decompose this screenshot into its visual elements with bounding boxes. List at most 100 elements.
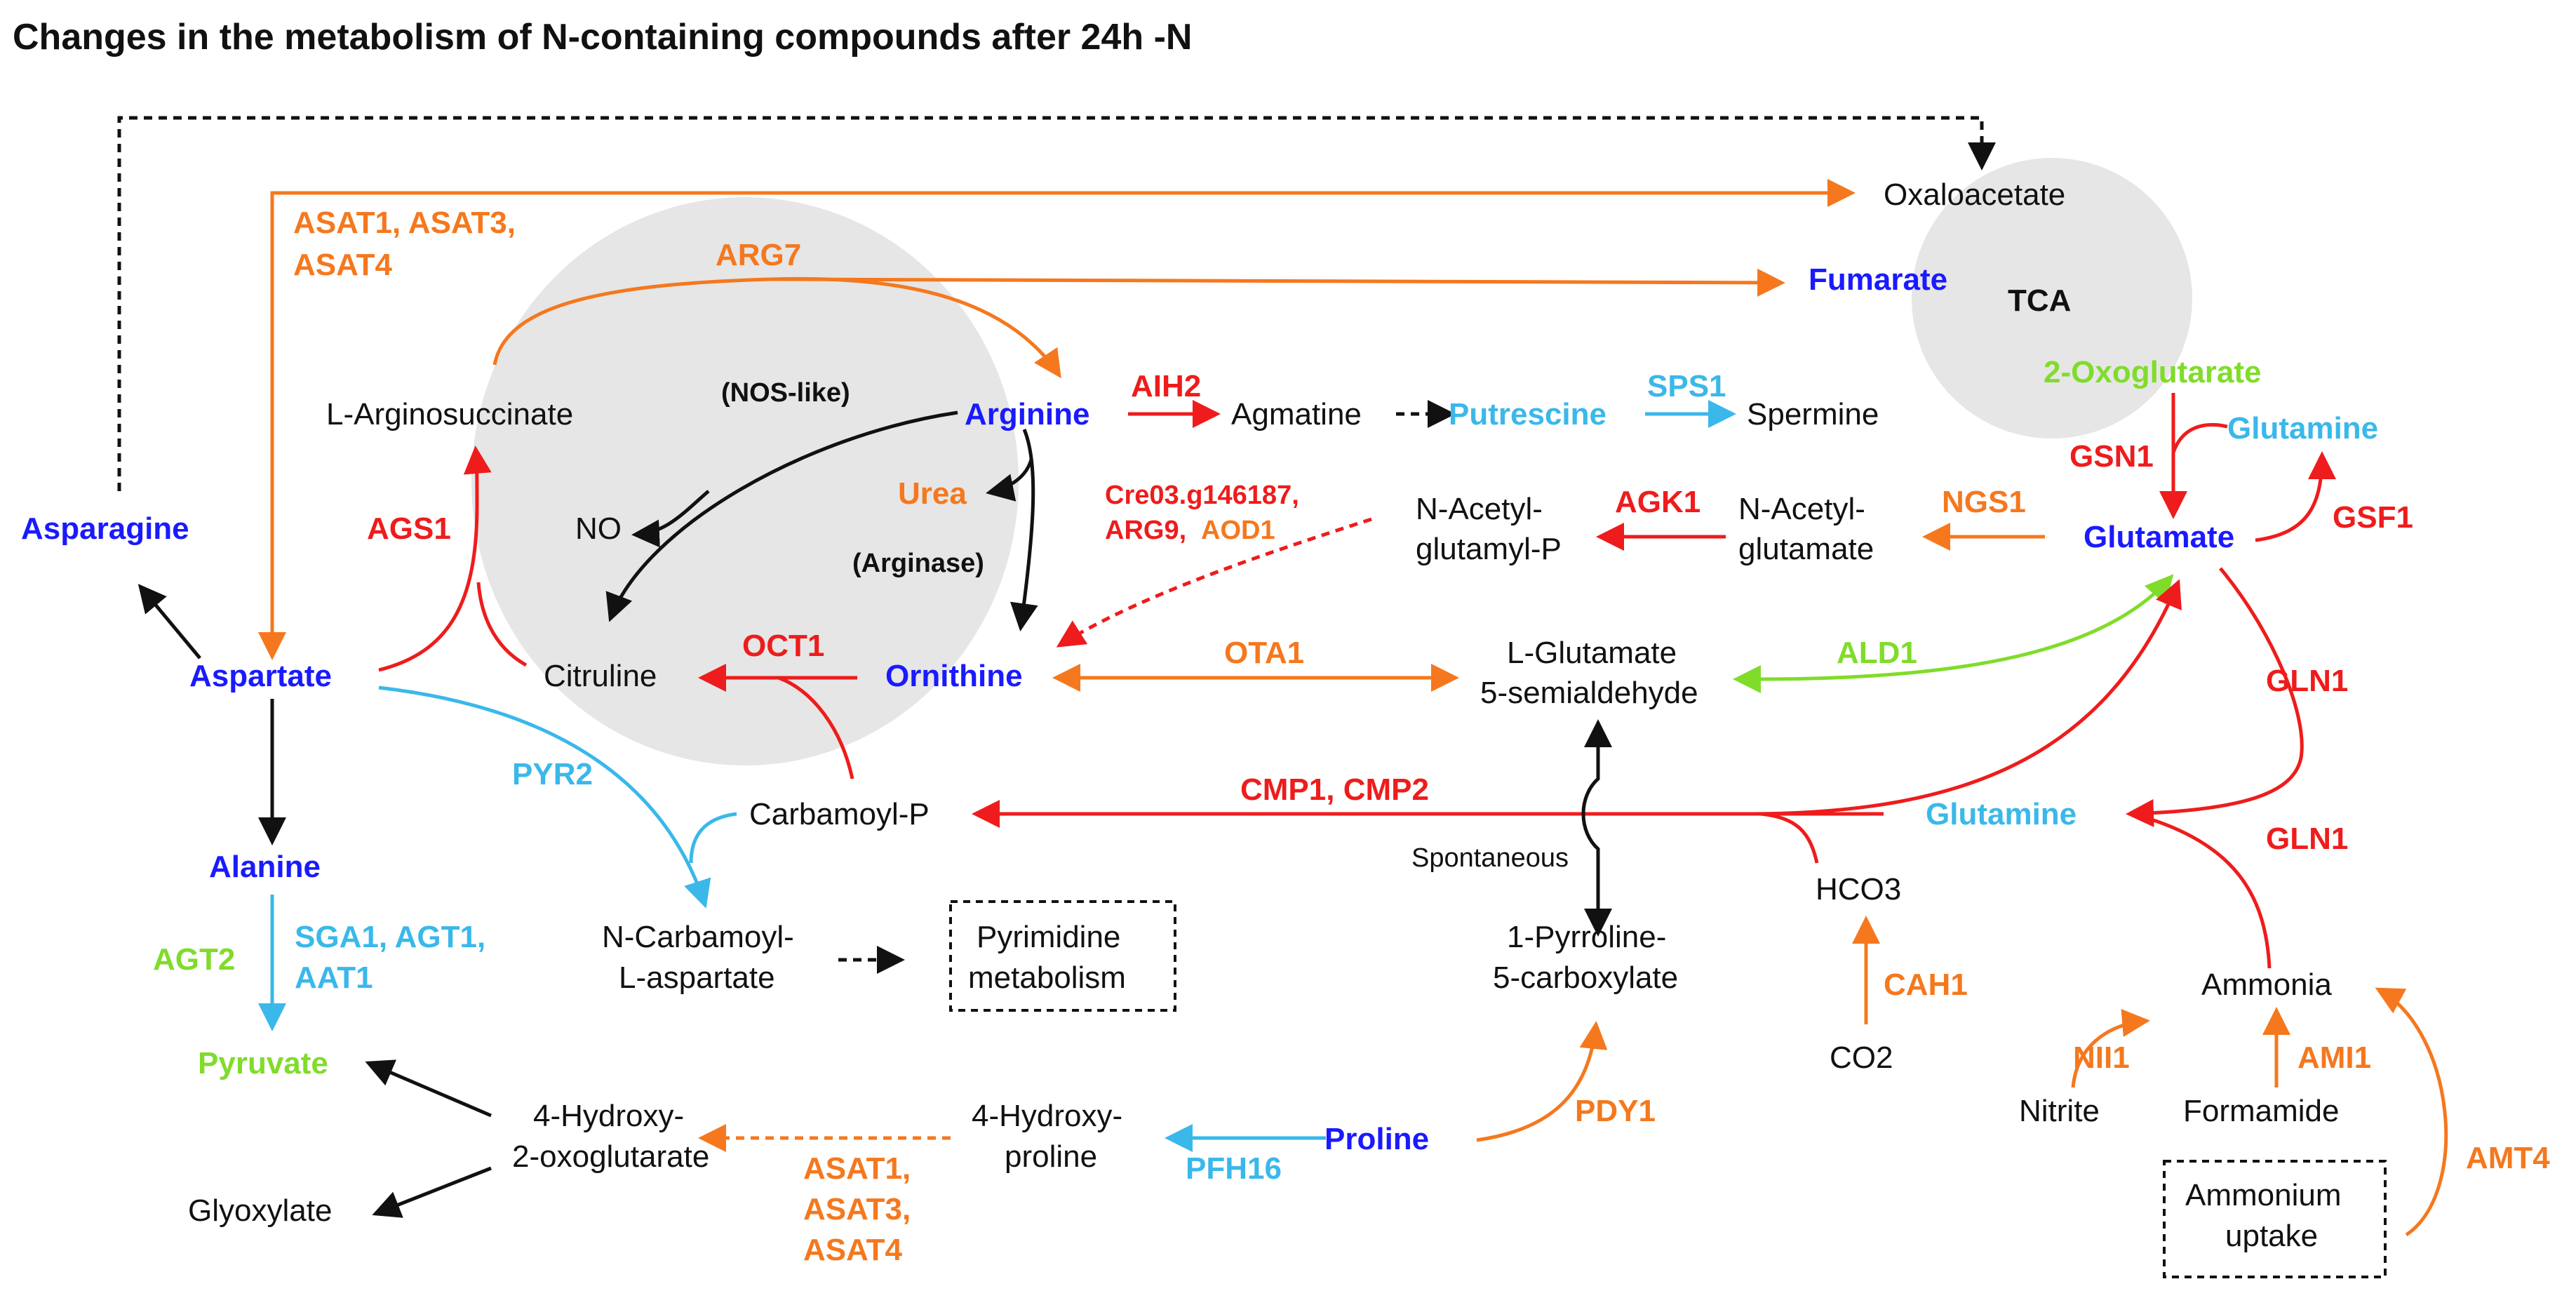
edge-aspartate-oxaloacetate <box>258 179 1856 660</box>
metabolite-hco3: HCO3 <box>1816 872 1901 906</box>
figure-title: Changes in the metabolism of N-containin… <box>13 17 1192 58</box>
edge-gsf1 <box>2255 451 2336 542</box>
metabolite-pyrroline-carboxylate-2: 5-carboxylate <box>1493 961 1678 995</box>
edge-gsn1-glutamine <box>2171 422 2228 453</box>
edge-cmp-hco3 <box>1760 812 1819 864</box>
enzyme-gsf1: GSF1 <box>2333 500 2413 535</box>
edge-aspartate-asparagine <box>137 584 201 660</box>
metabolite-fumarate: Fumarate <box>1809 262 1947 297</box>
enzyme-arginase: (Arginase) <box>852 549 984 578</box>
edge-ags1 <box>378 446 492 672</box>
metabolite-agmatine: Agmatine <box>1231 397 1362 431</box>
metabolite-n-carbamoyl-l-aspartate-2: L-aspartate <box>619 961 775 995</box>
enzyme-gln1-lower: GLN1 <box>2266 822 2348 856</box>
enzyme-cre03-2: ARG9, <box>1105 516 1186 545</box>
edge-gln1-lower <box>2132 812 2272 969</box>
metabolite-glyoxylate: Glyoxylate <box>188 1193 332 1228</box>
metabolite-glutamine-mid: Glutamine <box>1926 797 2077 831</box>
enzyme-gln1-upper: GLN1 <box>2266 664 2348 698</box>
metabolite-ornithine: Ornithine <box>885 659 1023 693</box>
metabolite-n-acetyl-glutamyl-p-2: glutamyl-P <box>1416 532 1562 566</box>
edge-nos-citruline <box>605 410 958 622</box>
enzyme-asat-bottom-3: ASAT4 <box>803 1233 903 1267</box>
enzyme-cah1: CAH1 <box>1884 968 1968 1002</box>
metabolite-oxaloacetate: Oxaloacetate <box>1884 178 2065 212</box>
enzyme-ald1: ALD1 <box>1837 636 1917 670</box>
edge-amt4 <box>2375 987 2448 1237</box>
edge-gln1-upper <box>2126 567 2304 827</box>
enzyme-sga1-2: AAT1 <box>295 961 373 995</box>
edge-spontaneous <box>1581 719 1612 937</box>
enzyme-gsn1: GSN1 <box>2069 439 2154 474</box>
metabolite-n-acetyl-glutamyl-p-1: N-Acetyl- <box>1416 492 1543 526</box>
metabolite-glutamate: Glutamate <box>2084 520 2234 554</box>
metabolite-n-acetyl-glutamate-2: glutamate <box>1738 532 1874 566</box>
metabolite-l-glutamate-semialdehyde-1: L-Glutamate <box>1507 636 1677 670</box>
enzyme-asat-top-1: ASAT1, ASAT3, <box>293 206 516 240</box>
enzyme-ami1: AMI1 <box>2297 1041 2371 1075</box>
edge-cmp-glutamate <box>1753 579 2182 816</box>
metabolite-spermine: Spermine <box>1747 397 1879 431</box>
metabolite-co2: CO2 <box>1830 1041 1893 1075</box>
edge-arg7-fumarate <box>771 268 1785 297</box>
ammonium-uptake-box <box>2163 1160 2387 1278</box>
enzyme-amt4: AMT4 <box>2466 1141 2550 1175</box>
metabolite-carbamoyl-p: Carbamoyl-P <box>749 797 930 831</box>
enzyme-asat-bottom-1: ASAT1, <box>803 1151 911 1186</box>
edge-hoxo-glyoxylate <box>372 1166 492 1218</box>
enzyme-pdy1: PDY1 <box>1575 1094 1656 1128</box>
enzyme-cmp: CMP1, CMP2 <box>1240 772 1429 807</box>
metabolite-formamide: Formamide <box>2183 1094 2340 1128</box>
ammonium-uptake-2: uptake <box>2225 1219 2318 1253</box>
enzyme-agt2: AGT2 <box>153 942 235 977</box>
metabolite-n-carbamoyl-l-aspartate-1: N-Carbamoyl- <box>602 920 794 954</box>
pyrimidine-metabolism-1: Pyrimidine <box>977 920 1120 954</box>
edge-arginase-urea <box>986 459 1033 502</box>
edge-oct1-carbamoyl <box>778 676 854 780</box>
metabolite-4-hydroxy-proline-2: proline <box>1005 1139 1097 1174</box>
enzyme-ags1: AGS1 <box>367 511 451 546</box>
enzyme-arg7: ARG7 <box>716 238 801 272</box>
edge-ags1-citruline <box>476 582 528 667</box>
metabolite-n-acetyl-glutamate-1: N-Acetyl- <box>1738 492 1865 526</box>
enzyme-asat-top-2: ASAT4 <box>293 248 393 282</box>
enzyme-sga1-1: SGA1, AGT1, <box>295 920 485 954</box>
edge-arginase-ornithine <box>1009 429 1038 631</box>
enzyme-cre03-1: Cre03.g146187, <box>1105 481 1299 510</box>
metabolite-arginine: Arginine <box>965 397 1089 431</box>
metabolite-aspartate: Aspartate <box>189 659 332 693</box>
enzyme-asat-bottom-2: ASAT3, <box>803 1192 911 1226</box>
enzyme-cre03-3: AOD1 <box>1201 516 1275 545</box>
metabolite-l-arginosuccinate: L-Arginosuccinate <box>326 397 573 431</box>
pyrimidine-box <box>949 900 1176 1012</box>
edge-ald1 <box>1733 574 2174 693</box>
enzyme-ota1: OTA1 <box>1224 636 1304 670</box>
metabolite-4-hydroxy-2-oxoglutarate-2: 2-oxoglutarate <box>512 1139 709 1174</box>
enzyme-sps1: SPS1 <box>1647 369 1726 403</box>
enzyme-aih2: AIH2 <box>1131 369 1201 403</box>
edge-pyr2-carbamoyl <box>689 812 737 864</box>
compartment-tca-label: TCA <box>2008 283 2071 318</box>
metabolite-asparagine: Asparagine <box>21 511 189 546</box>
metabolite-pyruvate: Pyruvate <box>198 1046 328 1080</box>
enzyme-pyr2: PYR2 <box>512 757 593 791</box>
edge-asparagine-oxaloacetate <box>117 116 1996 491</box>
metabolite-nitrite: Nitrite <box>2019 1094 2100 1128</box>
edge-nos-no <box>631 490 710 548</box>
metabolite-glutamine-top: Glutamine <box>2227 411 2378 446</box>
metabolite-no: NO <box>575 511 622 546</box>
edge-pdy1 <box>1476 1021 1608 1142</box>
metabolite-ammonia: Ammonia <box>2201 968 2332 1002</box>
enzyme-ngs1: NGS1 <box>1942 485 2026 519</box>
metabolite-citruline: Citruline <box>544 659 657 693</box>
edge-hoxo-pyruvate <box>365 1059 492 1118</box>
tca-compartment <box>1912 158 2192 439</box>
edge-nii1 <box>2071 1008 2150 1088</box>
edge-cre03 <box>1056 517 1372 648</box>
metabolite-putrescine: Putrescine <box>1449 397 1606 431</box>
ammonium-uptake-1: Ammonium <box>2185 1178 2342 1212</box>
edge-pyr2 <box>378 685 711 909</box>
metabolite-proline: Proline <box>1324 1122 1429 1156</box>
metabolite-4-hydroxy-proline-1: 4-Hydroxy- <box>972 1099 1122 1133</box>
metabolite-4-hydroxy-2-oxoglutarate-1: 4-Hydroxy- <box>533 1099 684 1133</box>
